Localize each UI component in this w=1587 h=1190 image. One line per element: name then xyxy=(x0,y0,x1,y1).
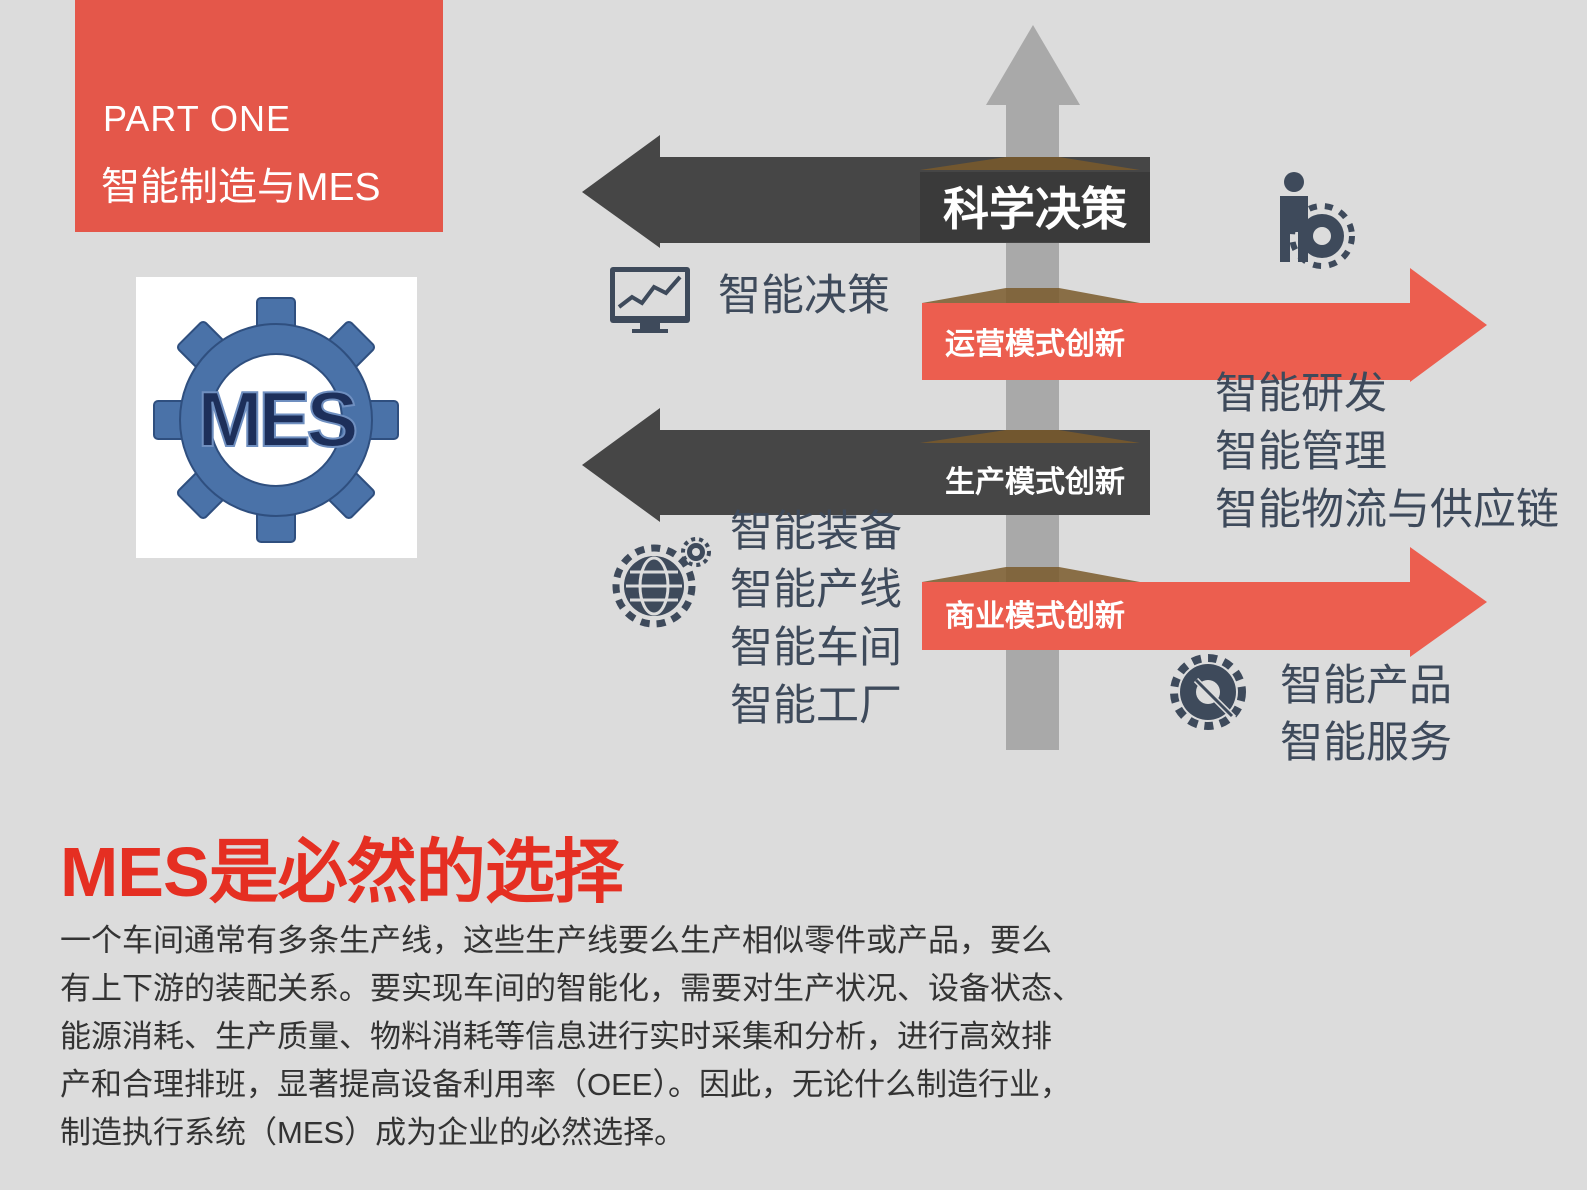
paragraph-line: 有上下游的装配关系。要实现车间的智能化，需要对生产状况、设备状态、 xyxy=(60,971,1083,1006)
smart-manufacturing-diagram: 科学决策 运营模式创新 生产模式创新 商业模式创新 xyxy=(582,25,1559,767)
band-scientific-decision: 科学决策 xyxy=(582,135,1150,248)
mes-logo-text: MES xyxy=(197,375,355,463)
label-smart-product: 智能产品 xyxy=(1280,662,1452,710)
label-smart-management: 智能管理 xyxy=(1215,428,1387,476)
globe-gear-icon xyxy=(612,537,711,628)
person-gear-icon xyxy=(1280,172,1355,269)
section-subtitle: 智能制造与MES xyxy=(101,166,381,209)
band-label-operation-innovation: 运营模式创新 xyxy=(945,328,1125,361)
paragraph-line: 产和合理排班，显著提高设备利用率（OEE）。因此，无论什么制造行业， xyxy=(60,1067,1071,1102)
mes-logo: MES xyxy=(136,277,417,558)
band-label-business-innovation: 商业模式创新 xyxy=(945,600,1125,633)
band-operation-innovation: 运营模式创新 xyxy=(922,268,1487,382)
label-smart-equipment: 智能装备 xyxy=(730,508,902,556)
mes-gear-icon: MES xyxy=(153,297,399,543)
label-smart-workshop: 智能车间 xyxy=(730,624,902,672)
band-production-innovation: 生产模式创新 xyxy=(582,408,1150,522)
band-label-production-innovation: 生产模式创新 xyxy=(945,466,1125,499)
label-smart-production-line: 智能产线 xyxy=(730,566,902,614)
label-smart-logistics: 智能物流与供应链 xyxy=(1215,486,1559,534)
paragraph-line: 制造执行系统（MES）成为企业的必然选择。 xyxy=(60,1115,686,1150)
part-label: PART ONE xyxy=(103,98,292,139)
monitor-chart-icon xyxy=(610,267,690,333)
band-label-scientific-decision: 科学决策 xyxy=(943,183,1127,235)
label-smart-service: 智能服务 xyxy=(1280,719,1452,767)
paragraph-line: 一个车间通常有多条生产线，这些生产线要么生产相似零件或产品，要么 xyxy=(60,923,1052,958)
body-paragraph: 一个车间通常有多条生产线，这些生产线要么生产相似零件或产品，要么 有上下游的装配… xyxy=(60,917,1090,1157)
label-smart-factory: 智能工厂 xyxy=(730,682,902,730)
label-smart-rd: 智能研发 xyxy=(1215,370,1387,418)
section-header: PART ONE 智能制造与MES xyxy=(75,0,443,232)
band-business-innovation: 商业模式创新 xyxy=(922,547,1487,657)
wrench-gear-icon xyxy=(1170,654,1246,730)
label-smart-decision: 智能决策 xyxy=(718,272,890,320)
paragraph-line: 能源消耗、生产质量、物料消耗等信息进行实时采集和分析，进行高效排 xyxy=(60,1019,1052,1054)
main-headline: MES是必然的选择 xyxy=(60,833,624,911)
